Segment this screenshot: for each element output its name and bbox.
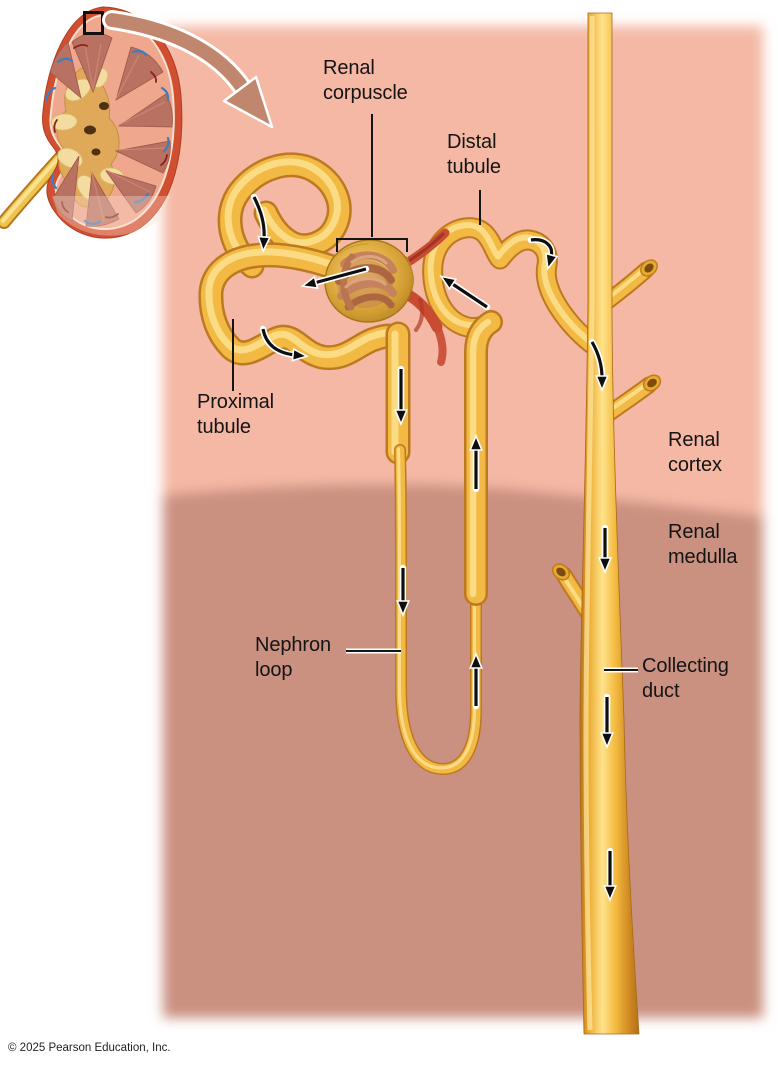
cortical-vessels-red	[53, 43, 168, 219]
glomerulus	[335, 251, 397, 311]
calyx-openings	[84, 102, 109, 156]
flow-arrow	[588, 338, 609, 393]
label-renal-cortex: Renal cortex	[668, 429, 722, 476]
flow-arrow	[527, 236, 559, 271]
cut-tubule-opening	[640, 259, 658, 277]
kidney-inset	[0, 6, 183, 239]
label-proximal-tubule: Proximal tubule	[197, 391, 274, 438]
flow-arrow	[300, 265, 370, 290]
flow-arrow	[259, 325, 310, 362]
cortical-vessels-blue	[44, 49, 170, 225]
cut-tubule-opening	[551, 563, 571, 581]
bracket-renal-corpuscle	[336, 238, 408, 252]
collecting-duct-path	[579, 12, 640, 1035]
cut-tubule-opening	[642, 374, 662, 392]
label-distal-tubule: Distal tubule	[447, 131, 501, 178]
collecting-duct-branches	[551, 259, 662, 628]
leader-lines	[232, 114, 638, 673]
label-nephron-loop: Nephron loop	[255, 634, 332, 681]
flow-arrow	[439, 275, 491, 311]
ureter	[0, 149, 69, 229]
label-renal-medulla: Renal medulla	[668, 521, 738, 568]
pyramid-striations	[84, 43, 166, 222]
cut-edge-band	[52, 196, 170, 236]
flow-arrow	[250, 193, 272, 254]
flow-arrows	[250, 193, 617, 903]
label-renal-corpuscle: Renal corpuscle	[323, 57, 408, 104]
label-collecting-duct: Collecting duct	[642, 655, 729, 702]
zoom-callout-arrow	[102, 10, 274, 129]
copyright-notice: © 2025 Pearson Education, Inc.	[8, 1042, 171, 1054]
